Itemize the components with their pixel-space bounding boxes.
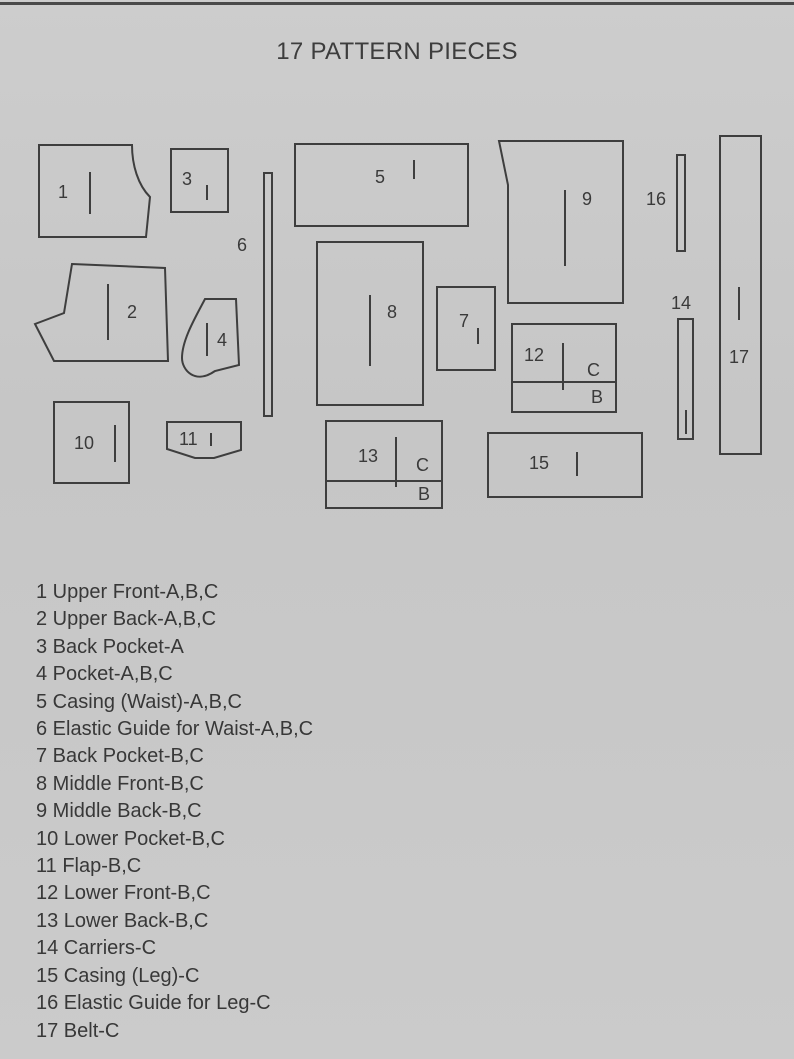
piece-17-belt: 17 — [719, 135, 762, 455]
piece-1-upper-front: 1 — [38, 144, 152, 238]
list-item: 12 Lower Front-B,C — [36, 882, 211, 905]
piece-2-upper-back: 2 — [33, 262, 170, 362]
svg-text:12: 12 — [524, 345, 544, 365]
svg-text:11: 11 — [179, 429, 198, 449]
list-item: 9 Middle Back-B,C — [36, 800, 202, 823]
piece-14-carriers: 14 — [671, 293, 694, 440]
piece-12-lower-front: 12 C B — [511, 323, 617, 413]
svg-text:5: 5 — [375, 167, 385, 187]
svg-text:14: 14 — [671, 293, 691, 313]
svg-text:1: 1 — [58, 182, 68, 202]
list-item: 4 Pocket-A,B,C — [36, 663, 173, 686]
piece-11-flap: 11 — [166, 421, 242, 459]
list-item: 8 Middle Front-B,C — [36, 772, 204, 795]
list-item: 7 Back Pocket-B,C — [36, 745, 204, 768]
svg-text:16: 16 — [646, 189, 666, 209]
piece-8-middle-front: 8 — [316, 241, 424, 406]
svg-text:10: 10 — [74, 433, 94, 453]
svg-text:3: 3 — [182, 169, 192, 189]
piece-7-back-pocket: 7 — [436, 286, 496, 371]
list-item: 1 Upper Front-A,B,C — [36, 581, 219, 603]
piece-4-pocket: 4 — [180, 298, 241, 378]
svg-text:4: 4 — [217, 330, 227, 350]
piece-10-lower-pocket: 10 — [53, 401, 130, 484]
list-item: 15 Casing (Leg)-C — [36, 964, 200, 987]
list-item: 14 Carriers-C — [36, 937, 157, 960]
list-item: 6 Elastic Guide for Waist-A,B,C — [36, 718, 314, 741]
top-border-line — [0, 2, 794, 5]
piece-9-middle-back: 9 — [497, 140, 624, 304]
svg-text:13: 13 — [358, 446, 378, 466]
svg-text:17: 17 — [729, 347, 749, 367]
view-c-label: C — [416, 455, 429, 475]
svg-text:15: 15 — [529, 453, 549, 473]
page-title: 17 PATTERN PIECES — [276, 38, 518, 65]
list-item: 13 Lower Back-B,C — [36, 909, 209, 932]
svg-text:9: 9 — [582, 189, 592, 209]
list-item: 5 Casing (Waist)-A,B,C — [36, 690, 242, 713]
list-item: 2 Upper Back-A,B,C — [36, 608, 217, 631]
svg-text:8: 8 — [387, 302, 397, 322]
list-item: 16 Elastic Guide for Leg-C — [36, 992, 271, 1015]
svg-text:7: 7 — [459, 311, 469, 331]
list-item: 10 Lower Pocket-B,C — [36, 827, 225, 850]
piece-16-elastic-guide-leg: 16 — [646, 154, 686, 252]
list-item: 3 Back Pocket-A — [36, 635, 184, 658]
view-b-label: B — [591, 387, 603, 407]
pattern-piece-list: 1 Upper Front-A,B,C 2 Upper Back-A,B,C 3… — [36, 579, 313, 1045]
svg-text:2: 2 — [127, 302, 137, 322]
piece-6-elastic-guide-waist: 6 — [237, 172, 273, 417]
view-b-label: B — [418, 484, 430, 504]
piece-3-back-pocket: 3 — [170, 148, 229, 213]
pattern-layout-diagram: 1 2 3 4 6 5 8 7 — [33, 135, 762, 509]
view-c-label: C — [587, 360, 600, 380]
piece-5-casing-waist: 5 — [294, 143, 469, 227]
piece-13-lower-back: 13 C B — [325, 420, 443, 509]
piece-15-casing-leg: 15 — [487, 432, 643, 498]
list-item: 11 Flap-B,C — [36, 855, 142, 878]
svg-text:6: 6 — [237, 235, 247, 255]
list-item: 17 Belt-C — [36, 1019, 120, 1042]
